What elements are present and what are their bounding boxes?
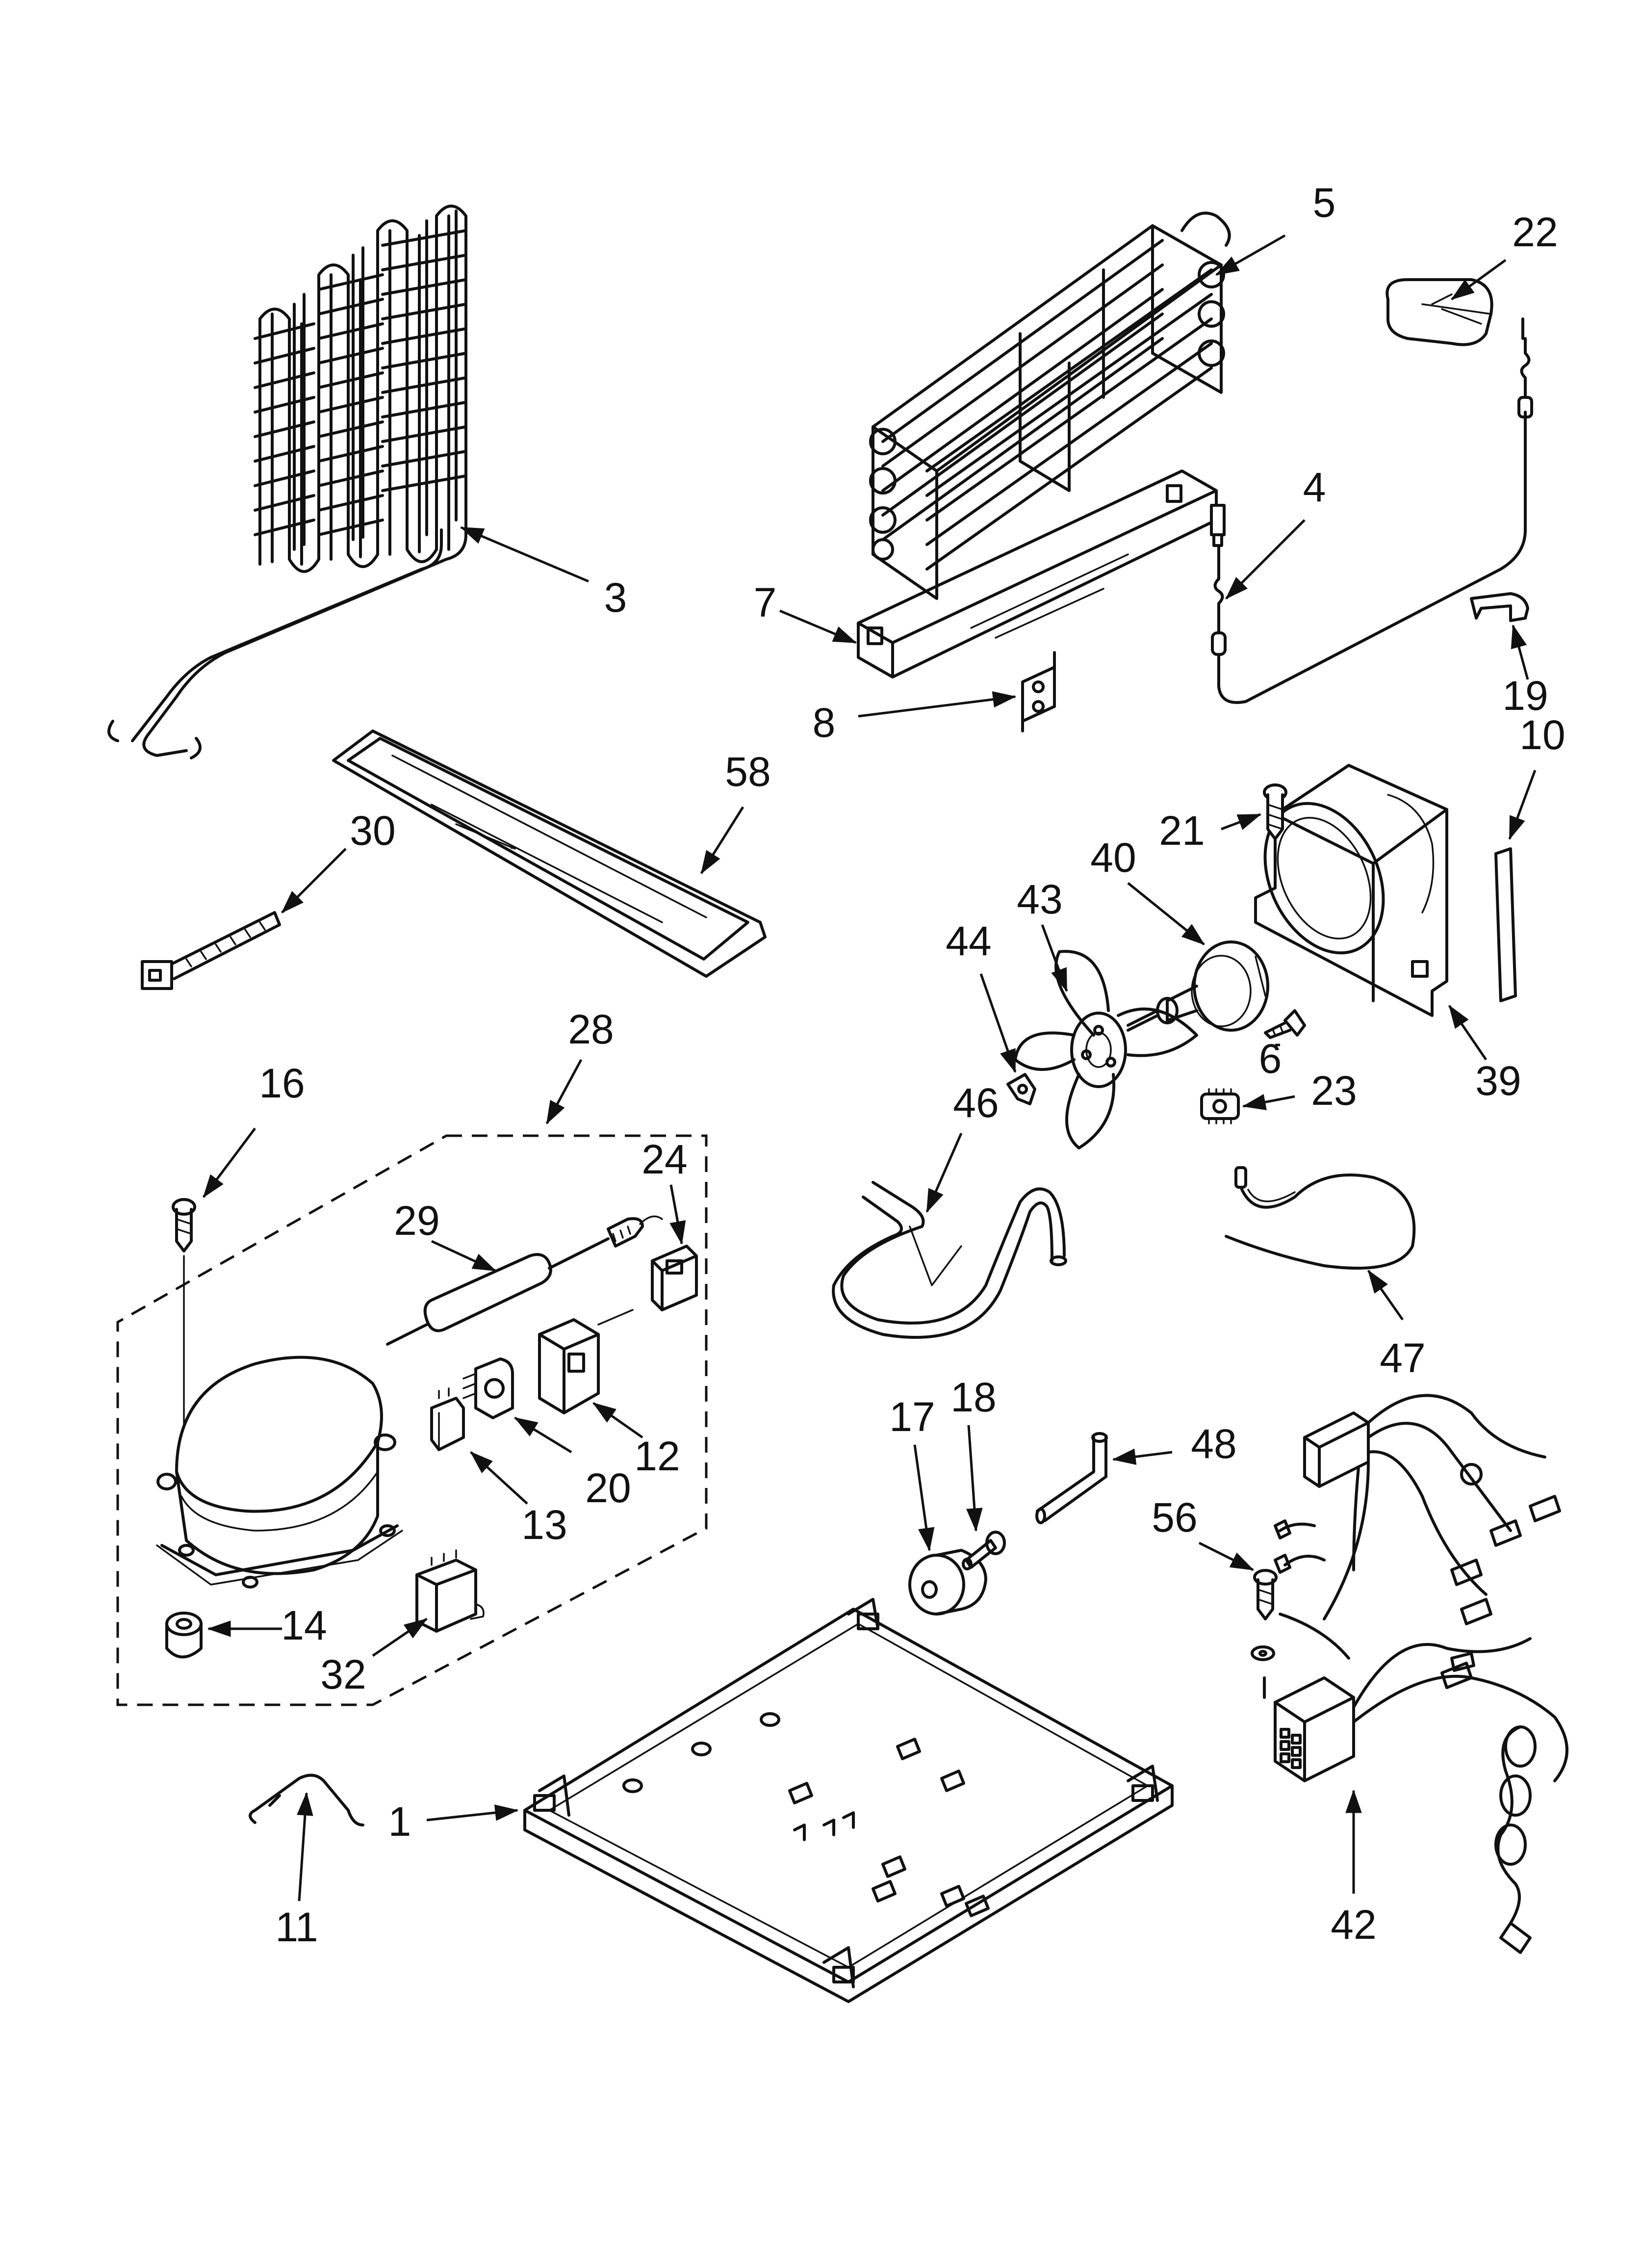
callout-4: 4: [1303, 464, 1326, 510]
main-wire-harness: [1274, 1394, 1568, 1954]
callout-47: 47: [1380, 1335, 1425, 1381]
callout-56: 56: [1152, 1494, 1197, 1540]
compressor: [156, 1356, 403, 1589]
callout-20: 20: [585, 1465, 631, 1511]
evaporator-fan-motor: [1127, 940, 1269, 1032]
callout-42: 42: [1331, 1902, 1376, 1948]
screw-21: [1263, 783, 1287, 840]
callout-1: 1: [388, 1799, 411, 1845]
base-frame: [523, 1598, 1174, 2003]
callout-19: 19: [1502, 673, 1548, 719]
evaporator: [869, 211, 1231, 600]
fan-blade-clip: [1006, 1073, 1036, 1105]
mounting-bracket: [1021, 651, 1056, 732]
callout-5: 5: [1313, 180, 1336, 226]
callout-48: 48: [1191, 1421, 1236, 1467]
callout-39: 39: [1475, 1058, 1521, 1104]
callout-3: 3: [604, 574, 627, 621]
callout-7: 7: [754, 579, 777, 626]
callout-10: 10: [1519, 712, 1565, 758]
callout-24: 24: [641, 1136, 687, 1182]
drain-trough: [857, 469, 1218, 678]
grommet: [1200, 1088, 1240, 1124]
filter-drier: [386, 1215, 663, 1346]
callout-17: 17: [889, 1394, 935, 1440]
screw-56: [1251, 1569, 1278, 1699]
spring-clip: [249, 1773, 364, 1826]
cable-tie: [141, 911, 281, 990]
callout-32: 32: [320, 1651, 366, 1697]
callout-6: 6: [1259, 1036, 1282, 1082]
thermostat-cover: [1385, 278, 1493, 346]
callout-29: 29: [394, 1198, 439, 1244]
start-relay: [538, 1309, 634, 1414]
screw-6: [1264, 1009, 1306, 1039]
callout-18: 18: [950, 1374, 996, 1420]
callout-14: 14: [281, 1602, 327, 1648]
connector-24: [651, 1245, 698, 1311]
fan-blade: [1014, 950, 1198, 1149]
callout-46: 46: [953, 1080, 999, 1126]
drain-tube: [832, 1181, 1067, 1339]
l-tube: [1035, 1432, 1108, 1524]
callout-40: 40: [1090, 834, 1136, 881]
roller-axle: [962, 1531, 1006, 1570]
callout-22: 22: [1512, 209, 1558, 255]
callout-30: 30: [350, 808, 395, 854]
fan-shroud: [1254, 764, 1448, 1017]
callout-43: 43: [1017, 876, 1062, 922]
callout-23: 23: [1311, 1068, 1357, 1114]
callout-8: 8: [813, 700, 836, 746]
callout-58: 58: [725, 749, 770, 795]
callout-16: 16: [259, 1060, 305, 1106]
callout-21: 21: [1159, 808, 1205, 854]
drip-tray: [332, 730, 767, 978]
callout-28: 28: [568, 1006, 614, 1052]
callout-13: 13: [521, 1502, 567, 1548]
wire-loop: [1225, 1166, 1416, 1270]
callout-12: 12: [634, 1433, 680, 1479]
terminal-block: [430, 1387, 465, 1451]
callout-44: 44: [946, 918, 991, 964]
run-capacitor: [415, 1549, 485, 1633]
overload-protector: [462, 1357, 514, 1419]
kit-boundary: [116, 1134, 708, 1706]
condenser-coil: [107, 205, 467, 759]
sensor-clip: [1470, 592, 1529, 622]
callout-11: 11: [275, 1904, 318, 1950]
compressor-grommet: [165, 1612, 203, 1659]
gasket-strip: [1494, 847, 1517, 1002]
thermostat-sensor-wire: [1210, 317, 1533, 704]
